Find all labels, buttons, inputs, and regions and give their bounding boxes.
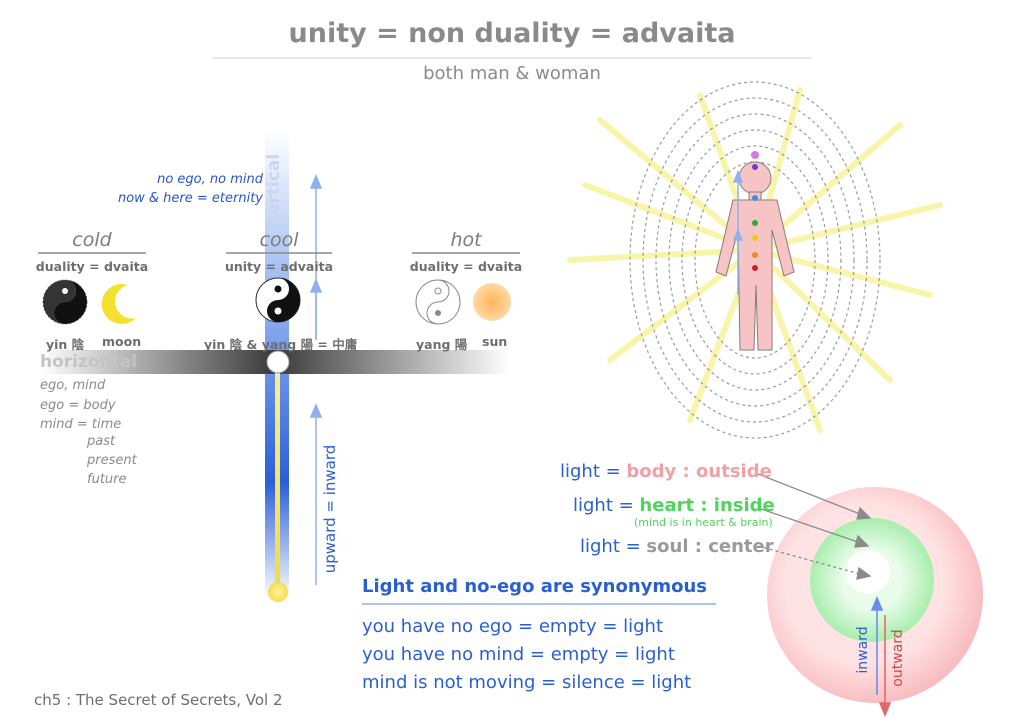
hot-sub: duality = dvaita <box>409 259 523 274</box>
yin-yang-icon <box>255 277 301 323</box>
hot-label-right: sun <box>482 334 508 349</box>
outward-label: outward <box>890 629 906 687</box>
note-vertical-2: now & here = eternity <box>117 191 263 206</box>
yin-icon <box>42 279 88 325</box>
page-subtitle: both man & woman <box>423 63 601 84</box>
nested-spheres <box>767 487 983 703</box>
layer-pointers <box>757 473 872 580</box>
aura-rings <box>629 81 881 439</box>
chakra-points <box>751 151 759 271</box>
statement-1: you have no ego = empty = light <box>362 616 664 637</box>
horizontal-axis-label: horizontal <box>40 352 138 372</box>
inward-label: inward <box>855 626 871 674</box>
yellow-bar <box>275 362 280 590</box>
cold-label-left: yin 陰 <box>46 337 85 352</box>
inward-arrow <box>870 595 884 695</box>
light-soul: light = soul : center <box>580 536 774 557</box>
upward-arrows <box>309 174 323 585</box>
synonymous-heading: Light and no-ego are synonymous <box>362 576 708 597</box>
cold-label-right: moon <box>102 334 142 349</box>
light-heart: light = heart : inside <box>573 495 775 516</box>
yang-icon <box>415 279 461 325</box>
figure-arrows <box>732 169 744 295</box>
vertical-axis-label: vertical <box>264 153 285 227</box>
statement-3: mind is not moving = silence = light <box>362 672 692 693</box>
axis-origin <box>266 350 290 374</box>
cool-heading: cool <box>259 229 299 251</box>
horizontal-note-6: future <box>87 472 127 487</box>
horizontal-note-2: ego = body <box>40 398 116 413</box>
light-body: light = body : outside <box>560 461 772 482</box>
cold-heading: cold <box>72 229 112 251</box>
cool-label: yin 陰 & yang 陽 = 中庸 <box>204 337 358 352</box>
yellow-ball <box>268 582 288 602</box>
mind-note: (mind is in heart & brain) <box>634 516 773 529</box>
page-title: unity = non duality = advaita <box>288 18 736 49</box>
statement-2: you have no mind = empty = light <box>362 644 675 665</box>
horizontal-note-4: past <box>87 434 116 449</box>
cool-sub: unity = advaita <box>224 259 334 274</box>
horizontal-note-3: mind = time <box>40 417 122 432</box>
cold-sub: duality = dvaita <box>35 259 149 274</box>
sun-icon <box>473 283 511 321</box>
outward-arrow <box>878 615 892 718</box>
moon-icon <box>101 283 136 324</box>
upward-inward-label: upward = inward <box>321 444 339 574</box>
note-vertical-1: no ego, no mind <box>157 172 263 187</box>
source-caption: ch5 : The Secret of Secrets, Vol 2 <box>34 691 283 709</box>
hot-label-left: yang 陽 <box>416 337 468 352</box>
horizontal-note-5: present <box>87 453 137 468</box>
horizontal-note-1: ego, mind <box>40 378 106 393</box>
hot-heading: hot <box>450 229 482 251</box>
